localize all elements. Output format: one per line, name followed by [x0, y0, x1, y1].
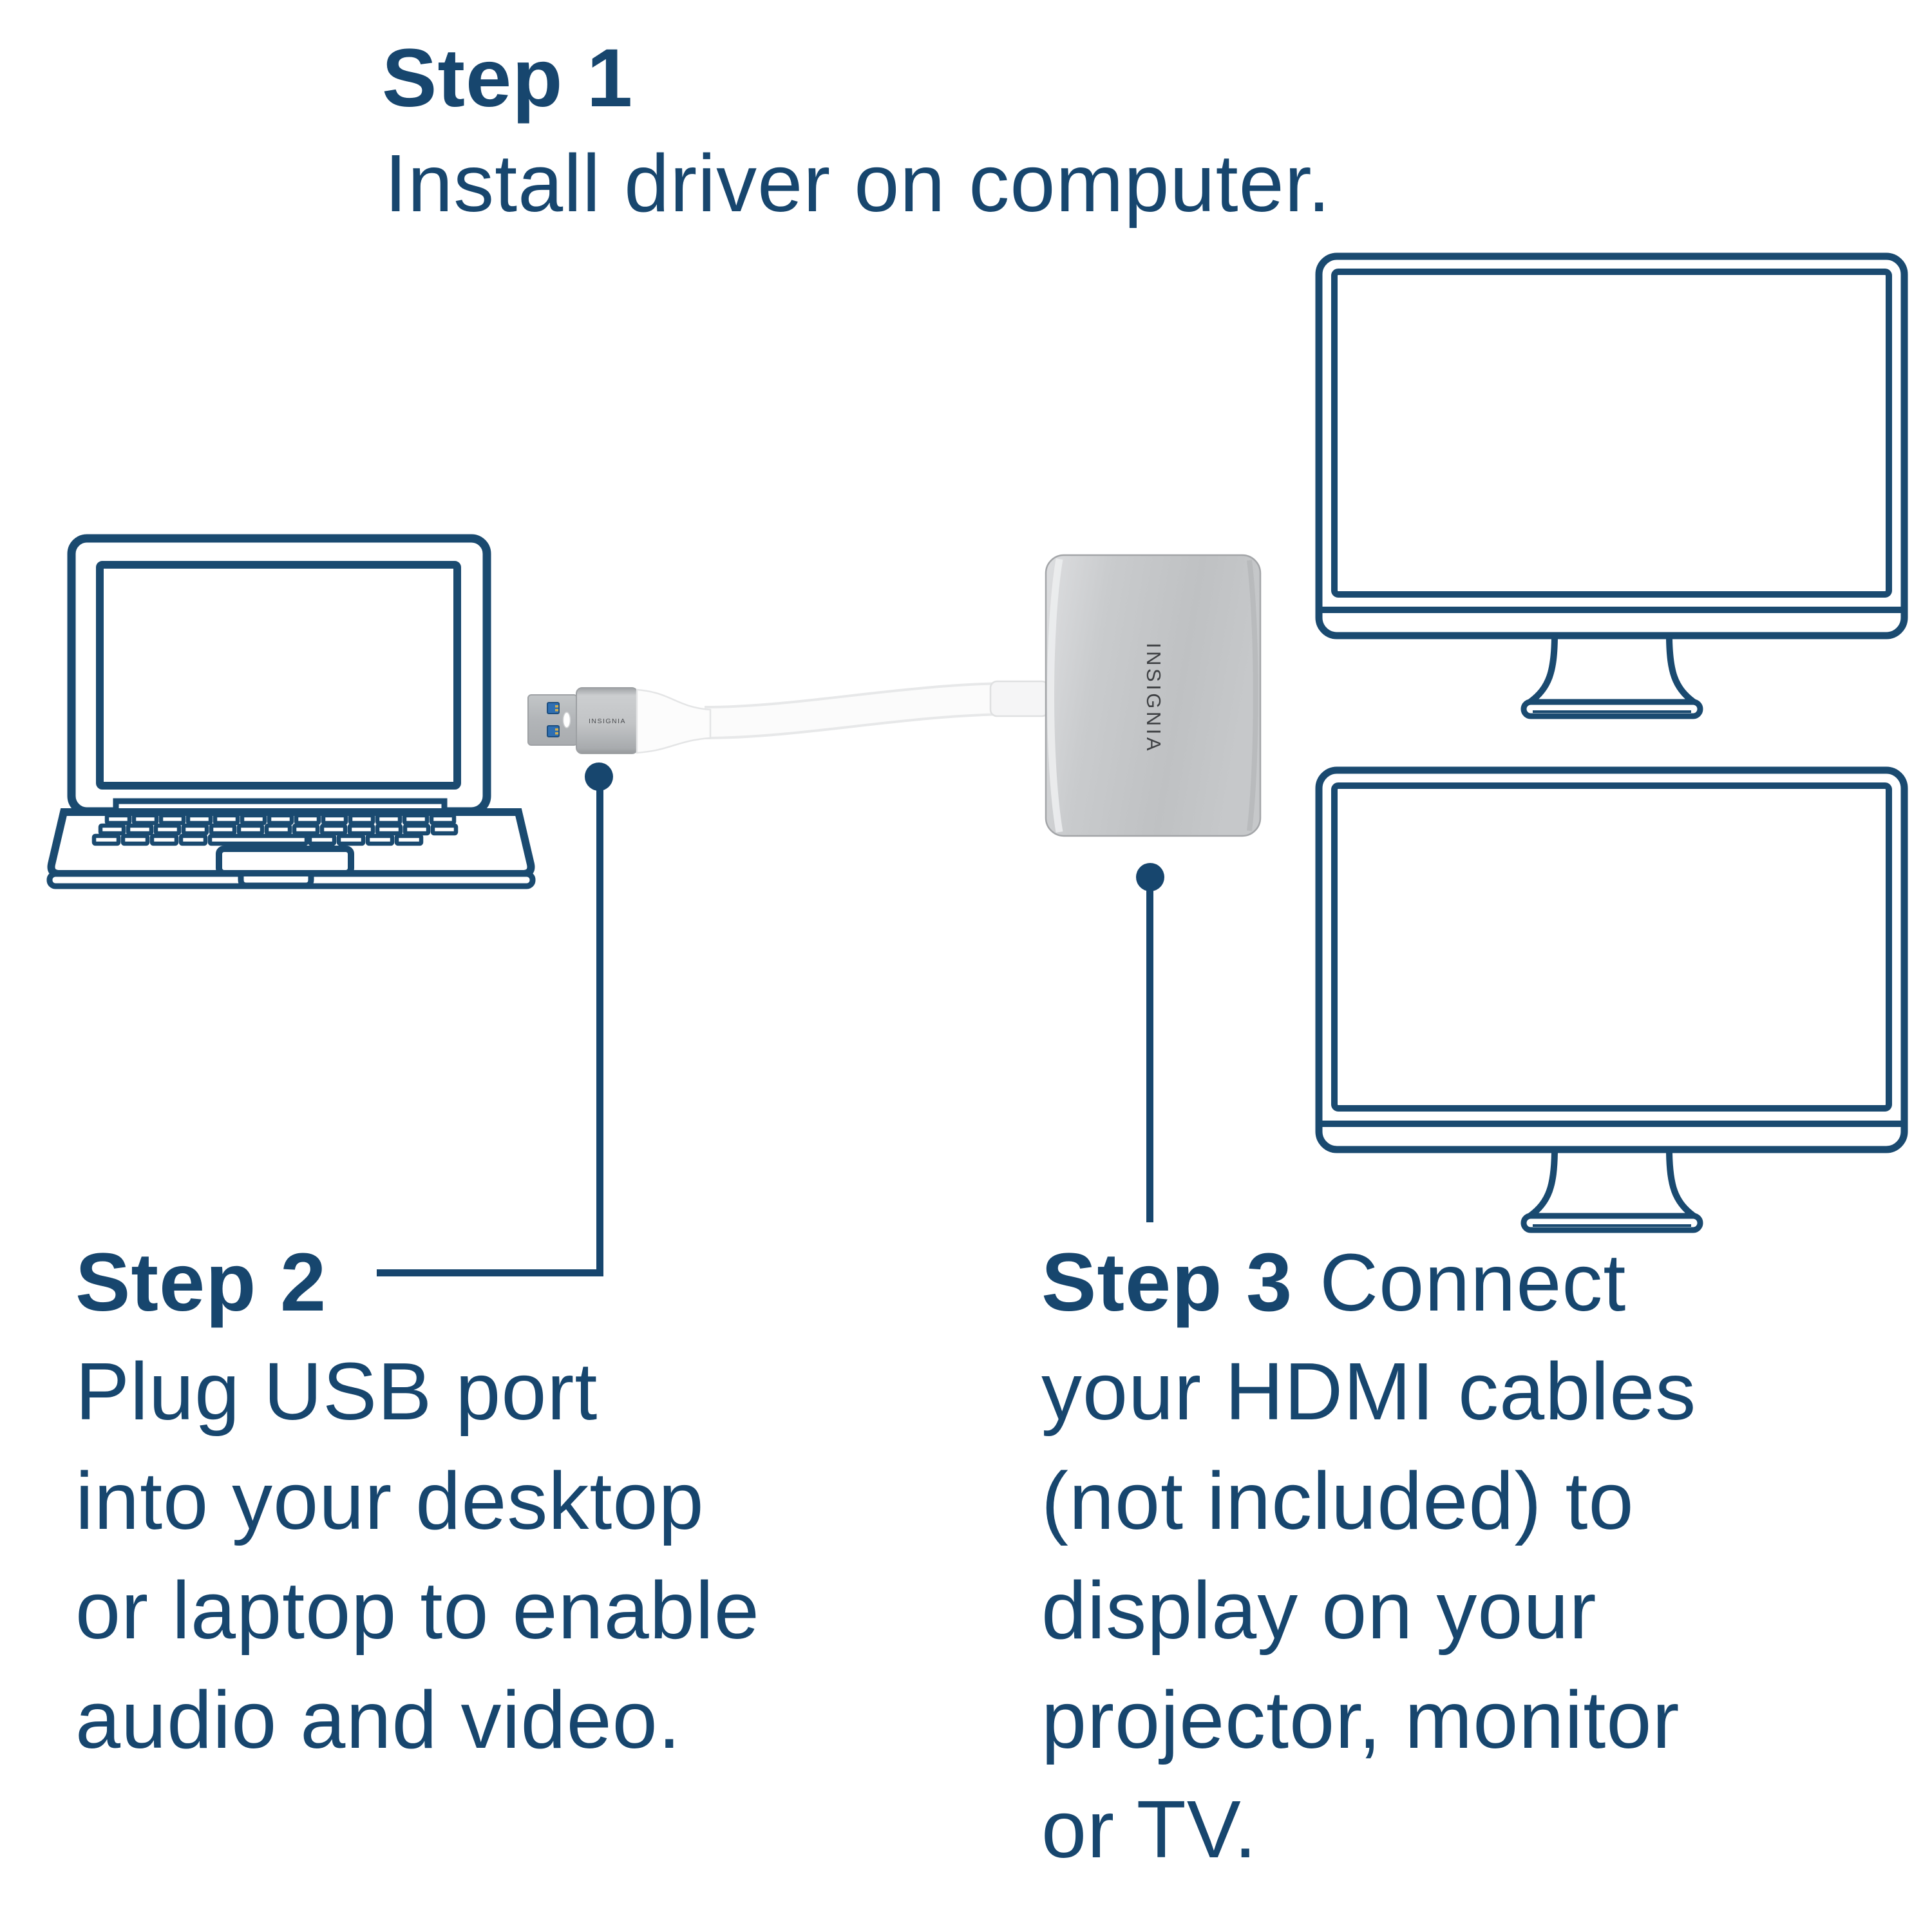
step2-text-block: Step 2 Plug USB port into your desktop o…: [75, 1235, 760, 1775]
usb-shield-hole: [562, 712, 571, 728]
adapter-body: [1045, 554, 1262, 837]
step3-leader-line: [1146, 880, 1153, 1222]
monitor-2-illustration: [1314, 766, 1909, 1236]
step1-body: Install driver on computer.: [384, 138, 1331, 229]
adapter-right-shade: [1247, 560, 1258, 831]
step2-line-4: audio and video.: [75, 1674, 681, 1765]
step3-line-4: projector, monitor: [1041, 1674, 1680, 1765]
step3-title: Step 3: [1041, 1236, 1293, 1329]
step1-title: Step 1: [382, 32, 634, 124]
laptop-front-notch: [238, 874, 314, 889]
step3-line-1: your HDMI cables: [1041, 1346, 1697, 1437]
step3-line-3: display on your: [1041, 1565, 1597, 1656]
laptop-screen: [96, 561, 461, 790]
step3-title-suffix: Connect: [1320, 1237, 1627, 1328]
step2-leader-line-horizontal: [377, 1269, 600, 1276]
step3-line-2: (not included) to: [1041, 1455, 1634, 1546]
adapter-left-highlight: [1047, 558, 1063, 833]
step2-line-3: or laptop to enable: [75, 1565, 760, 1656]
step2-line-2: into your desktop: [75, 1455, 705, 1546]
usb-cable: [704, 680, 1050, 739]
step3-text-block: Step 3 Connect your HDMI cables (not inc…: [1041, 1235, 1696, 1884]
monitor-1-illustration: [1314, 252, 1909, 723]
usb-plug-illustration: INSIGNIA: [527, 687, 712, 754]
step2-title: Step 2: [75, 1236, 327, 1329]
adapter-brand-label: INSIGNIA: [1142, 643, 1165, 753]
usb-brand-label: INSIGNIA: [589, 717, 626, 725]
usb-strain-relief: [636, 688, 712, 754]
adapter-illustration: INSIGNIA: [1045, 554, 1262, 837]
step2-line-1: Plug USB port: [75, 1346, 598, 1437]
step3-leader-dot: [1136, 863, 1164, 891]
step2-leader-dot: [585, 762, 613, 791]
laptop-keyboard: [91, 813, 459, 846]
cable-body: [704, 685, 1008, 737]
usb-3-pins: [547, 702, 560, 737]
laptop-trackpad: [216, 846, 354, 876]
laptop-illustration: [46, 534, 536, 889]
step3-line-5: or TV.: [1041, 1784, 1258, 1875]
step2-leader-line-vertical: [596, 779, 603, 1276]
